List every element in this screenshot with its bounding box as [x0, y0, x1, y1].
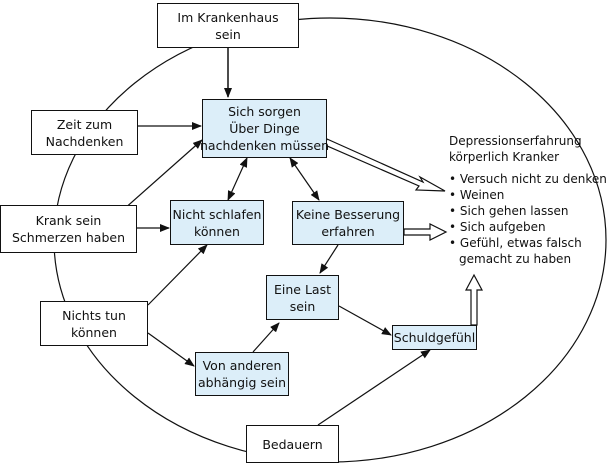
node-zeit-zum-nachdenken: Zeit zum Nachdenken [31, 110, 138, 155]
arrow-sorgen-besserung [289, 157, 320, 201]
node-nicht-schlafen: Nicht schlafen können [170, 200, 264, 245]
result-item: Sich gehen lassen [449, 203, 607, 219]
node-sorgen-line-3: nachdenken müssen [199, 138, 330, 153]
node-schlafen-line-2: können [194, 223, 240, 239]
arrow-nichtstun-schlafen [147, 244, 208, 306]
result-item: Sich aufgeben [449, 219, 607, 235]
node-besserung-line-2: erfahren [321, 224, 375, 239]
result-item: Versuch nicht zu denken [449, 171, 607, 187]
node-krank-sein: Krank sein Schmerzen haben [0, 205, 137, 253]
arrow-bedauern-schuld [317, 349, 431, 426]
arrow-krank-sorgen [122, 139, 203, 211]
node-zeit-line-1: Zeit zum [56, 116, 113, 132]
node-eine-last: Eine Last sein [266, 275, 339, 320]
result-title: Depressionserfahrung körperlich Kranker [449, 133, 607, 165]
arrow-nichtstun-abhaengig [147, 332, 195, 367]
node-krankenhaus-line-2: sein [215, 26, 241, 42]
result-title-line-2: körperlich Kranker [449, 150, 560, 164]
node-abhaengig-line-1: Von anderen [202, 358, 282, 373]
result-item: Weinen [449, 187, 607, 203]
node-sich-sorgen: Sich sorgen Über Dinge nachdenken müssen [199, 99, 330, 158]
arrow-last-schuld [338, 305, 392, 336]
hollow-arrow-schuld-depression [465, 273, 483, 326]
node-krank-line-2: Schmerzen haben [11, 230, 125, 245]
node-abhaengig-line-2: abhängig sein [197, 375, 286, 390]
result-item: Gefühl, etwas falsch [449, 235, 607, 251]
node-sorgen-line-2: Über Dinge [229, 121, 300, 136]
arrow-sorgen-schlafen [227, 157, 248, 201]
result-item-continuation: gemacht zu haben [459, 252, 572, 266]
node-von-anderen-abhaengig: Von anderen abhängig sein [195, 352, 289, 396]
node-schuld-line-1: Schuldgefühl [393, 330, 476, 345]
node-schuldgefuehl: Schuldgefühl [392, 325, 477, 350]
arrow-abhaengig-last [252, 322, 280, 353]
node-bedauern: Bedauern [246, 425, 339, 463]
node-last-line-1: Eine Last [274, 281, 331, 297]
node-schlafen-line-1: Nicht schlafen [172, 206, 262, 222]
node-krank-line-1: Krank sein [35, 213, 102, 228]
hollow-arrow-sorgen-depression [324, 138, 446, 192]
result-list: Versuch nicht zu denken Weinen Sich gehe… [449, 171, 607, 267]
result-title-line-1: Depressionserfahrung [449, 134, 582, 148]
node-nichtstun-line-2: können [71, 324, 117, 340]
arrow-besserung-last [319, 244, 339, 274]
node-krankenhaus-line-1: Im Krankenhaus [177, 9, 279, 25]
node-krankenhaus: Im Krankenhaus sein [157, 3, 299, 48]
node-last-line-2: sein [289, 298, 316, 314]
node-nichtstun-line-1: Nichts tun [62, 307, 126, 323]
node-keine-besserung: Keine Besserung erfahren [292, 201, 404, 245]
hollow-arrow-besserung-depression [403, 223, 448, 241]
node-besserung-line-1: Keine Besserung [295, 207, 401, 222]
node-zeit-line-2: Nachdenken [45, 133, 124, 149]
depression-result: Depressionserfahrung körperlich Kranker … [449, 133, 607, 267]
node-nichts-tun: Nichts tun können [40, 301, 148, 346]
node-sorgen-line-1: Sich sorgen [228, 104, 301, 119]
node-bedauern-line-1: Bedauern [262, 436, 323, 452]
